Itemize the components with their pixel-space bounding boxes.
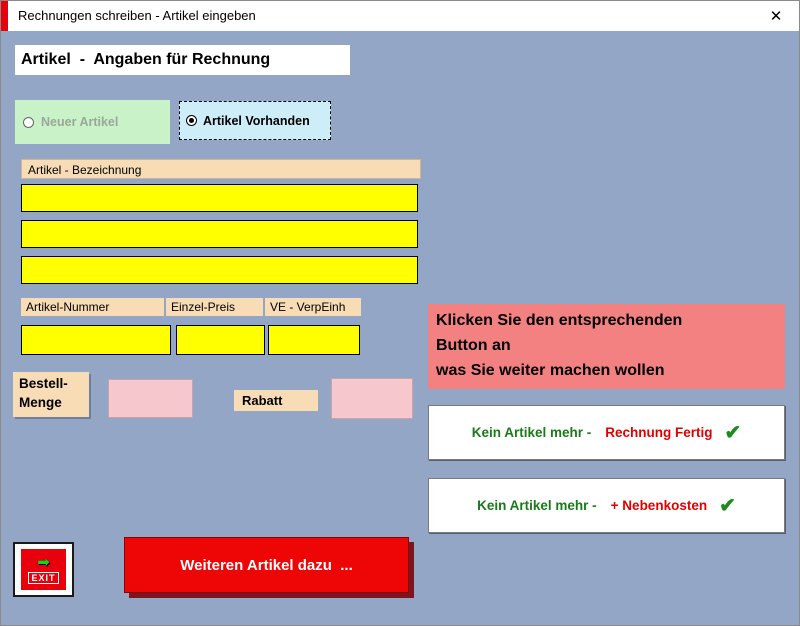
bezeichnung-input-1[interactable]: [21, 184, 418, 212]
artikel-nummer-input[interactable]: [21, 325, 171, 355]
artikel-nummer-label: Artikel-Nummer: [21, 298, 164, 316]
bezeichnung-input-3[interactable]: [21, 256, 418, 284]
rabatt-label: Rabatt: [234, 390, 318, 411]
bezeichnung-label: Artikel - Bezeichnung: [21, 159, 421, 179]
exit-arrow-icon: ➡: [37, 553, 50, 571]
nebenkosten-green-text: Kein Artikel mehr -: [477, 498, 597, 513]
option-neuer-artikel[interactable]: Neuer Artikel: [15, 100, 170, 144]
titlebar-red-stripe: [1, 1, 8, 31]
einzel-preis-input[interactable]: [176, 325, 265, 355]
title-bar: Rechnungen schreiben - Artikel eingeben …: [1, 1, 799, 31]
option-artikel-vorhanden-label: Artikel Vorhanden: [203, 113, 310, 128]
instruction-box: Klicken Sie den entsprechenden Button an…: [428, 304, 785, 389]
bestell-menge-input[interactable]: [108, 379, 193, 418]
instruction-line-3: was Sie weiter machen wollen: [436, 361, 665, 379]
instruction-line-1: Klicken Sie den entsprechenden: [436, 312, 683, 329]
radio-neuer-artikel[interactable]: [23, 116, 34, 128]
nebenkosten-red-text: + Nebenkosten: [610, 498, 708, 513]
bestell-menge-label: Bestell- Menge: [13, 372, 89, 417]
checkmark-icon: ✔: [724, 421, 742, 444]
rechnung-fertig-button[interactable]: Kein Artikel mehr - Rechnung Fertig ✔: [428, 405, 785, 460]
rechnung-fertig-green-text: Kein Artikel mehr -: [471, 425, 592, 440]
einzel-preis-label: Einzel-Preis: [166, 298, 263, 316]
rechnung-fertig-red-text: Rechnung Fertig: [605, 425, 713, 440]
weiteren-artikel-button[interactable]: Weiteren Artikel dazu ...: [124, 537, 409, 593]
exit-icon: ➡ EXIT: [21, 549, 66, 590]
nebenkosten-button[interactable]: Kein Artikel mehr - + Nebenkosten ✔: [428, 478, 785, 533]
rabatt-input[interactable]: [331, 378, 413, 419]
close-icon[interactable]: ✕: [769, 8, 783, 25]
verpackungseinheit-label: VE - VerpEinh: [265, 298, 361, 316]
option-neuer-artikel-label: Neuer Artikel: [41, 115, 119, 129]
option-artikel-vorhanden[interactable]: Artikel Vorhanden: [179, 101, 331, 140]
page-title: Artikel - Angaben für Rechnung: [15, 45, 350, 75]
radio-artikel-vorhanden[interactable]: [186, 115, 197, 126]
checkmark-icon: ✔: [719, 494, 736, 517]
bezeichnung-input-2[interactable]: [21, 220, 418, 248]
exit-button-label: EXIT: [28, 571, 59, 584]
verpackungseinheit-input[interactable]: [268, 325, 360, 355]
window-title: Rechnungen schreiben - Artikel eingeben: [18, 8, 256, 23]
instruction-line-2: Button an: [436, 336, 511, 354]
exit-button[interactable]: ➡ EXIT: [13, 542, 74, 597]
